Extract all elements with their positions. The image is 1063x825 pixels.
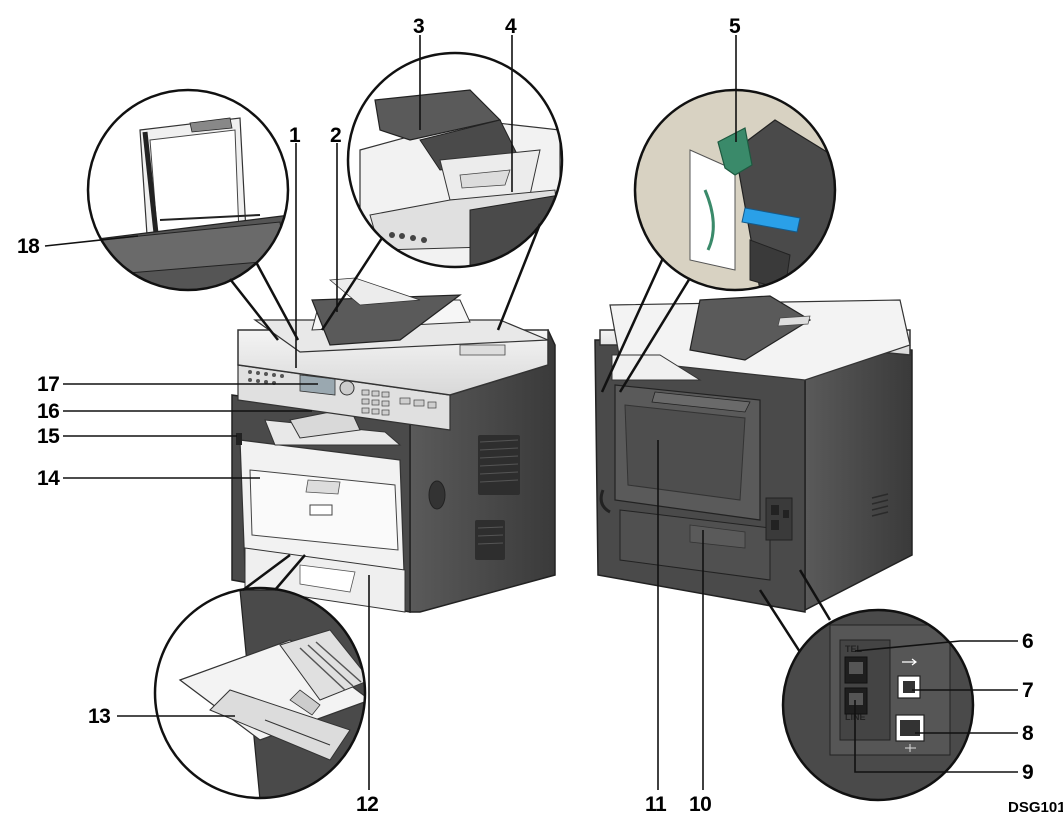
- rear-printer: [594, 295, 913, 613]
- tel-port-label: TEL: [845, 644, 863, 654]
- callout-15: 15: [37, 425, 60, 448]
- zoom-lever: [600, 88, 837, 393]
- zoom-adf: [320, 51, 564, 331]
- zoom-bypass-tray: [153, 553, 367, 800]
- callout-3: 3: [413, 15, 425, 38]
- callout-18: 18: [17, 235, 40, 258]
- callout-5: 5: [729, 15, 741, 38]
- zoom-ports: TEL LINE: [758, 569, 975, 802]
- callout-13: 13: [88, 705, 111, 728]
- leader-lines: [44, 35, 1018, 790]
- callout-2: 2: [330, 124, 342, 147]
- callout-12: 12: [356, 793, 379, 816]
- callout-16: 16: [37, 400, 60, 423]
- callout-1: 1: [289, 124, 301, 147]
- callout-9: 9: [1022, 761, 1034, 784]
- callout-6: 6: [1022, 630, 1034, 653]
- callout-17: 17: [37, 373, 60, 396]
- callout-10: 10: [689, 793, 712, 816]
- callout-11: 11: [645, 793, 667, 816]
- figure-id-code: DSG101: [1008, 799, 1063, 816]
- callout-7: 7: [1022, 679, 1034, 702]
- callout-8: 8: [1022, 722, 1034, 745]
- zoom-flatbed: [86, 88, 300, 341]
- callout-14: 14: [37, 467, 60, 490]
- callout-4: 4: [505, 15, 517, 38]
